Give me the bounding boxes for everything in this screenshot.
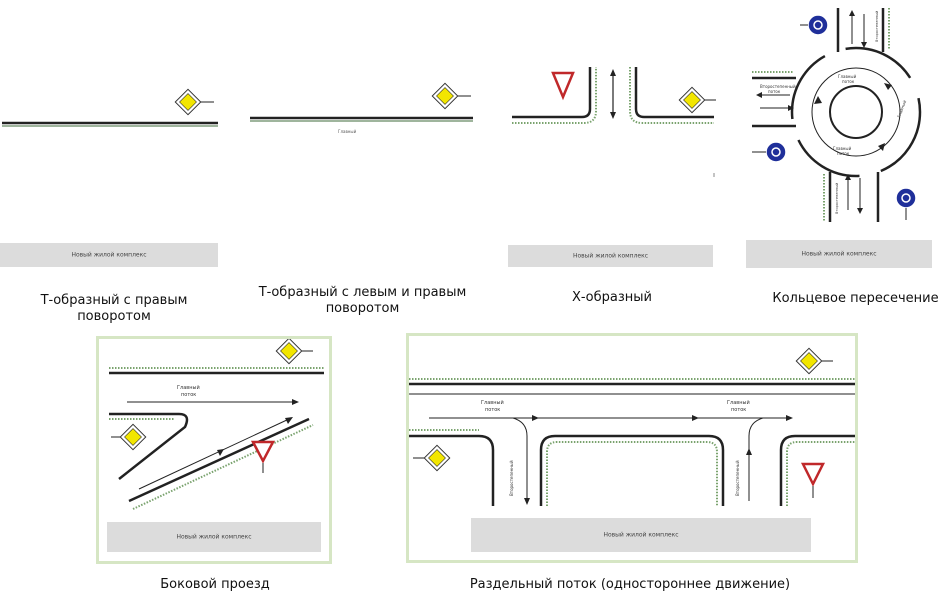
roundabout-sign-icon [895,187,917,220]
left-corner-hatch [512,67,597,124]
arrow-icon [429,415,793,421]
arrow-icon [512,417,528,501]
main-flow-label: Главный [838,74,857,79]
roundabout-outer-ring [790,46,922,178]
svg-text:поток: поток [842,79,855,84]
svg-text:Главный: Главный [727,399,750,406]
priority-road-sign-icon [275,337,313,365]
yield-sign-icon [800,462,826,498]
t-right-diagram: Новый жилой комплекс [0,75,222,270]
arrow-icon [127,399,299,405]
side-passage-curb [109,412,189,480]
caption-t-left-right: Т-образный с левым и правым поворотом [258,285,467,316]
svg-text:поток: поток [837,151,850,156]
t-left-right-diagram: Главный [248,75,478,270]
arrow-icon [845,174,863,214]
right-corner-curb [634,67,714,119]
main-road-label: Главный [338,129,357,134]
right-corner-hatch [629,67,714,124]
caption-separate-flow: Раздельный поток (одностороннее движение… [469,577,791,592]
right-corner-curb [779,434,855,506]
arrow-icon [138,418,290,490]
separate-flow-diagram: Главный поток Главный поток Второстепенн… [406,333,858,563]
residential-complex-block: Новый жилой комплекс [746,240,932,268]
main-flow-label: Главный [177,384,200,391]
svg-text:поток: поток [768,89,781,94]
yield-sign-icon [250,440,276,473]
arrow-icon [756,92,794,111]
arrow-icon [814,96,822,104]
caption-t-right: Т-образный с правым поворотом [40,293,188,324]
secondary-flow-label: Второстепенный [760,84,796,89]
svg-text:Второстепенный: Второстепенный [835,183,839,214]
side-passage-diagram: Главный поток Новый жилой комплекс [96,336,332,564]
roundabout-sign-icon [752,141,787,163]
priority-road-sign-icon [678,86,716,114]
arrow-icon [878,143,885,151]
left-corner-curb [512,67,592,119]
priority-road-sign-icon [795,347,833,375]
roundabout-sign-icon [800,14,829,36]
priority-road-sign-icon [431,82,471,110]
left-corner-curb [409,434,495,506]
arrow-icon [610,69,616,119]
svg-text:Второстепенный: Второстепенный [875,11,879,42]
caption-side-passage: Боковой проезд [160,577,270,592]
residential-complex-block: Новый жилой комплекс [471,518,811,552]
svg-text:Второстепенный: Второстепенный [735,460,740,496]
caption-x-shaped: Х-образный [572,290,652,305]
arrow-icon [748,417,764,501]
main-flow-label: Главный [481,399,504,406]
svg-text:поток: поток [485,407,500,413]
residential-complex-block: Новый жилой комплекс [107,522,321,552]
priority-road-sign-icon [174,88,214,116]
side-passage-road [128,417,310,503]
svg-text:поток: поток [181,392,196,398]
svg-text:Главный: Главный [896,99,907,118]
roundabout-island [829,85,883,139]
priority-road-sign-icon [111,423,147,451]
svg-text:Главный: Главный [833,146,852,151]
x-shaped-diagram: Новый жилой комплекс [508,55,718,270]
roundabout-diagram: Второстепенный поток Главный поток Главн… [738,0,943,272]
arrow-icon [884,83,892,90]
yield-sign-icon [551,71,575,101]
svg-text:поток: поток [731,407,746,413]
residential-complex-block: Новый жилой комплекс [508,245,713,267]
priority-road-sign-icon [413,444,451,472]
arrow-icon [849,10,867,48]
middle-block-curb [539,434,725,506]
caption-roundabout: Кольцевое пересечение [772,291,939,306]
circulation-path [811,67,901,157]
secondary-flow-label: Второстепенный [509,460,514,496]
residential-complex-block: Новый жилой комплекс [0,243,218,267]
